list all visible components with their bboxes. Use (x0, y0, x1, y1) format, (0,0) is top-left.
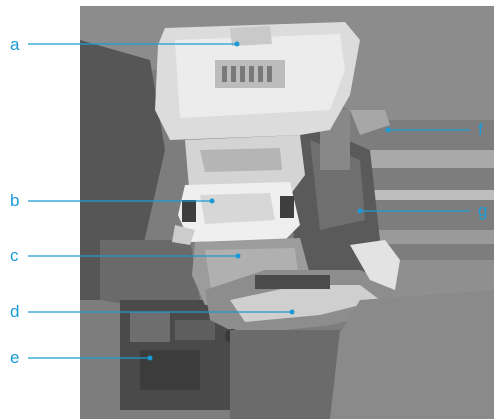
callout-label-b: b (10, 191, 19, 210)
callout-label-g: g (478, 201, 487, 220)
callout-label-f: f (478, 120, 483, 139)
illustration-photo (80, 6, 494, 419)
callout-label-e: e (10, 348, 19, 367)
callout-label-a: a (10, 35, 20, 54)
callout-label-d: d (10, 302, 19, 321)
callout-label-c: c (10, 246, 19, 265)
head-holder-b (172, 182, 300, 245)
cover-a (155, 22, 360, 140)
